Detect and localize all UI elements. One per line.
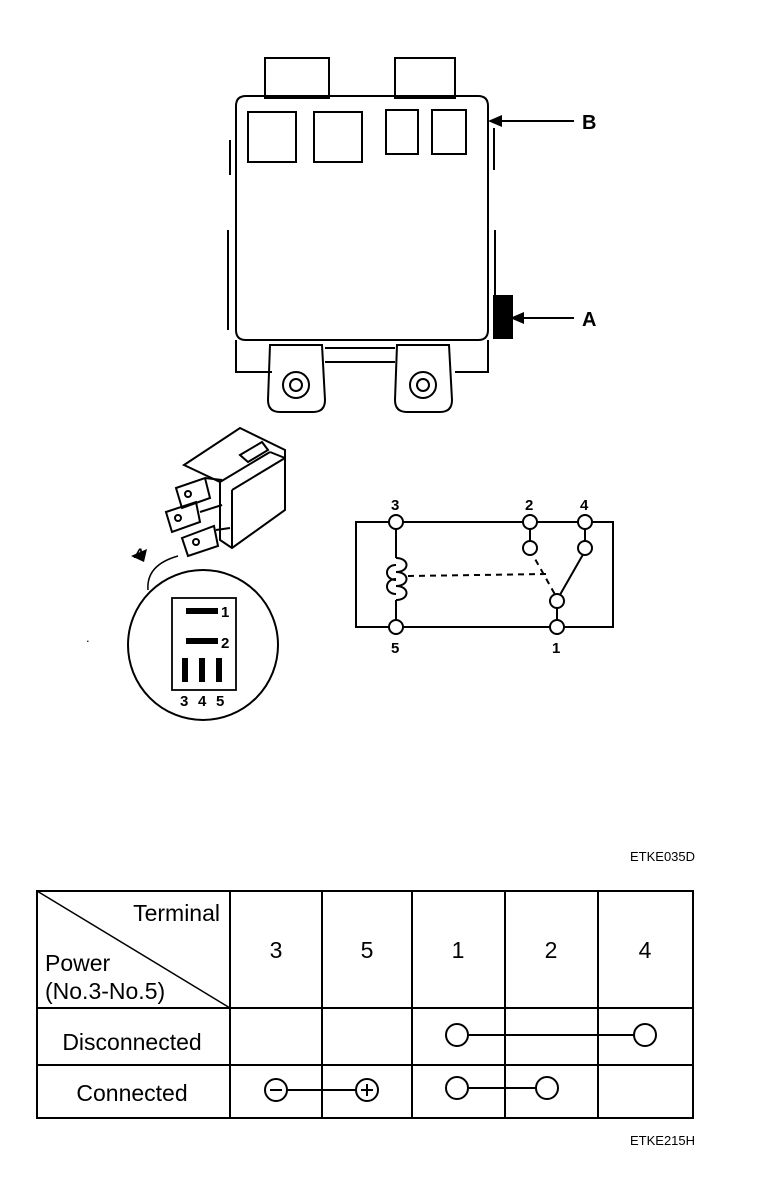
col-header-3: 3 [270, 937, 283, 963]
schematic-terminal-3: 3 [391, 497, 399, 514]
row-label-connected: Connected [76, 1080, 187, 1106]
continuity-connected-1-2 [445, 1076, 559, 1100]
relay-3d-illustration [164, 426, 286, 558]
power-supply-3-5 [264, 1078, 379, 1102]
closeup-pin-2: 2 [221, 635, 229, 652]
figure-code-top: ETKE035D [630, 849, 695, 864]
callout-b: B [488, 112, 596, 134]
header-power-label: Power [45, 950, 111, 976]
col-header-2: 2 [545, 937, 558, 963]
header-power-sublabel: (No.3-No.5) [45, 978, 165, 1004]
figure-code-bottom: ETKE215H [630, 1133, 695, 1148]
callout-b-label: B [582, 112, 596, 134]
relay-pin-closeup: 1 2 3 4 5 [127, 569, 279, 721]
stray-mark: . [86, 630, 90, 645]
continuity-table [36, 890, 694, 1119]
closeup-marker: A [133, 545, 144, 561]
schematic-terminals [388, 514, 593, 635]
schematic-terminal-4: 4 [580, 497, 589, 514]
col-header-5: 5 [361, 937, 374, 963]
col-header-1: 1 [452, 937, 465, 963]
callout-a: A [510, 309, 596, 331]
closeup-pin-3: 3 [180, 693, 188, 710]
schematic-terminal-2: 2 [525, 497, 533, 514]
closeup-pin-5: 5 [216, 693, 224, 710]
continuity-disconnected-1-4 [445, 1023, 657, 1047]
callout-a-label: A [582, 309, 596, 331]
schematic-terminal-1: 1 [552, 640, 560, 657]
row-label-disconnected: Disconnected [62, 1029, 201, 1055]
closeup-arrow: A [131, 545, 179, 591]
header-terminal-label: Terminal [133, 900, 220, 926]
schematic-terminal-5: 5 [391, 640, 399, 657]
closeup-pin-4: 4 [198, 693, 207, 710]
col-header-4: 4 [639, 937, 652, 963]
closeup-pin-1: 1 [221, 604, 229, 621]
relay-box-illustration [227, 57, 513, 413]
relay-schematic [355, 521, 614, 628]
